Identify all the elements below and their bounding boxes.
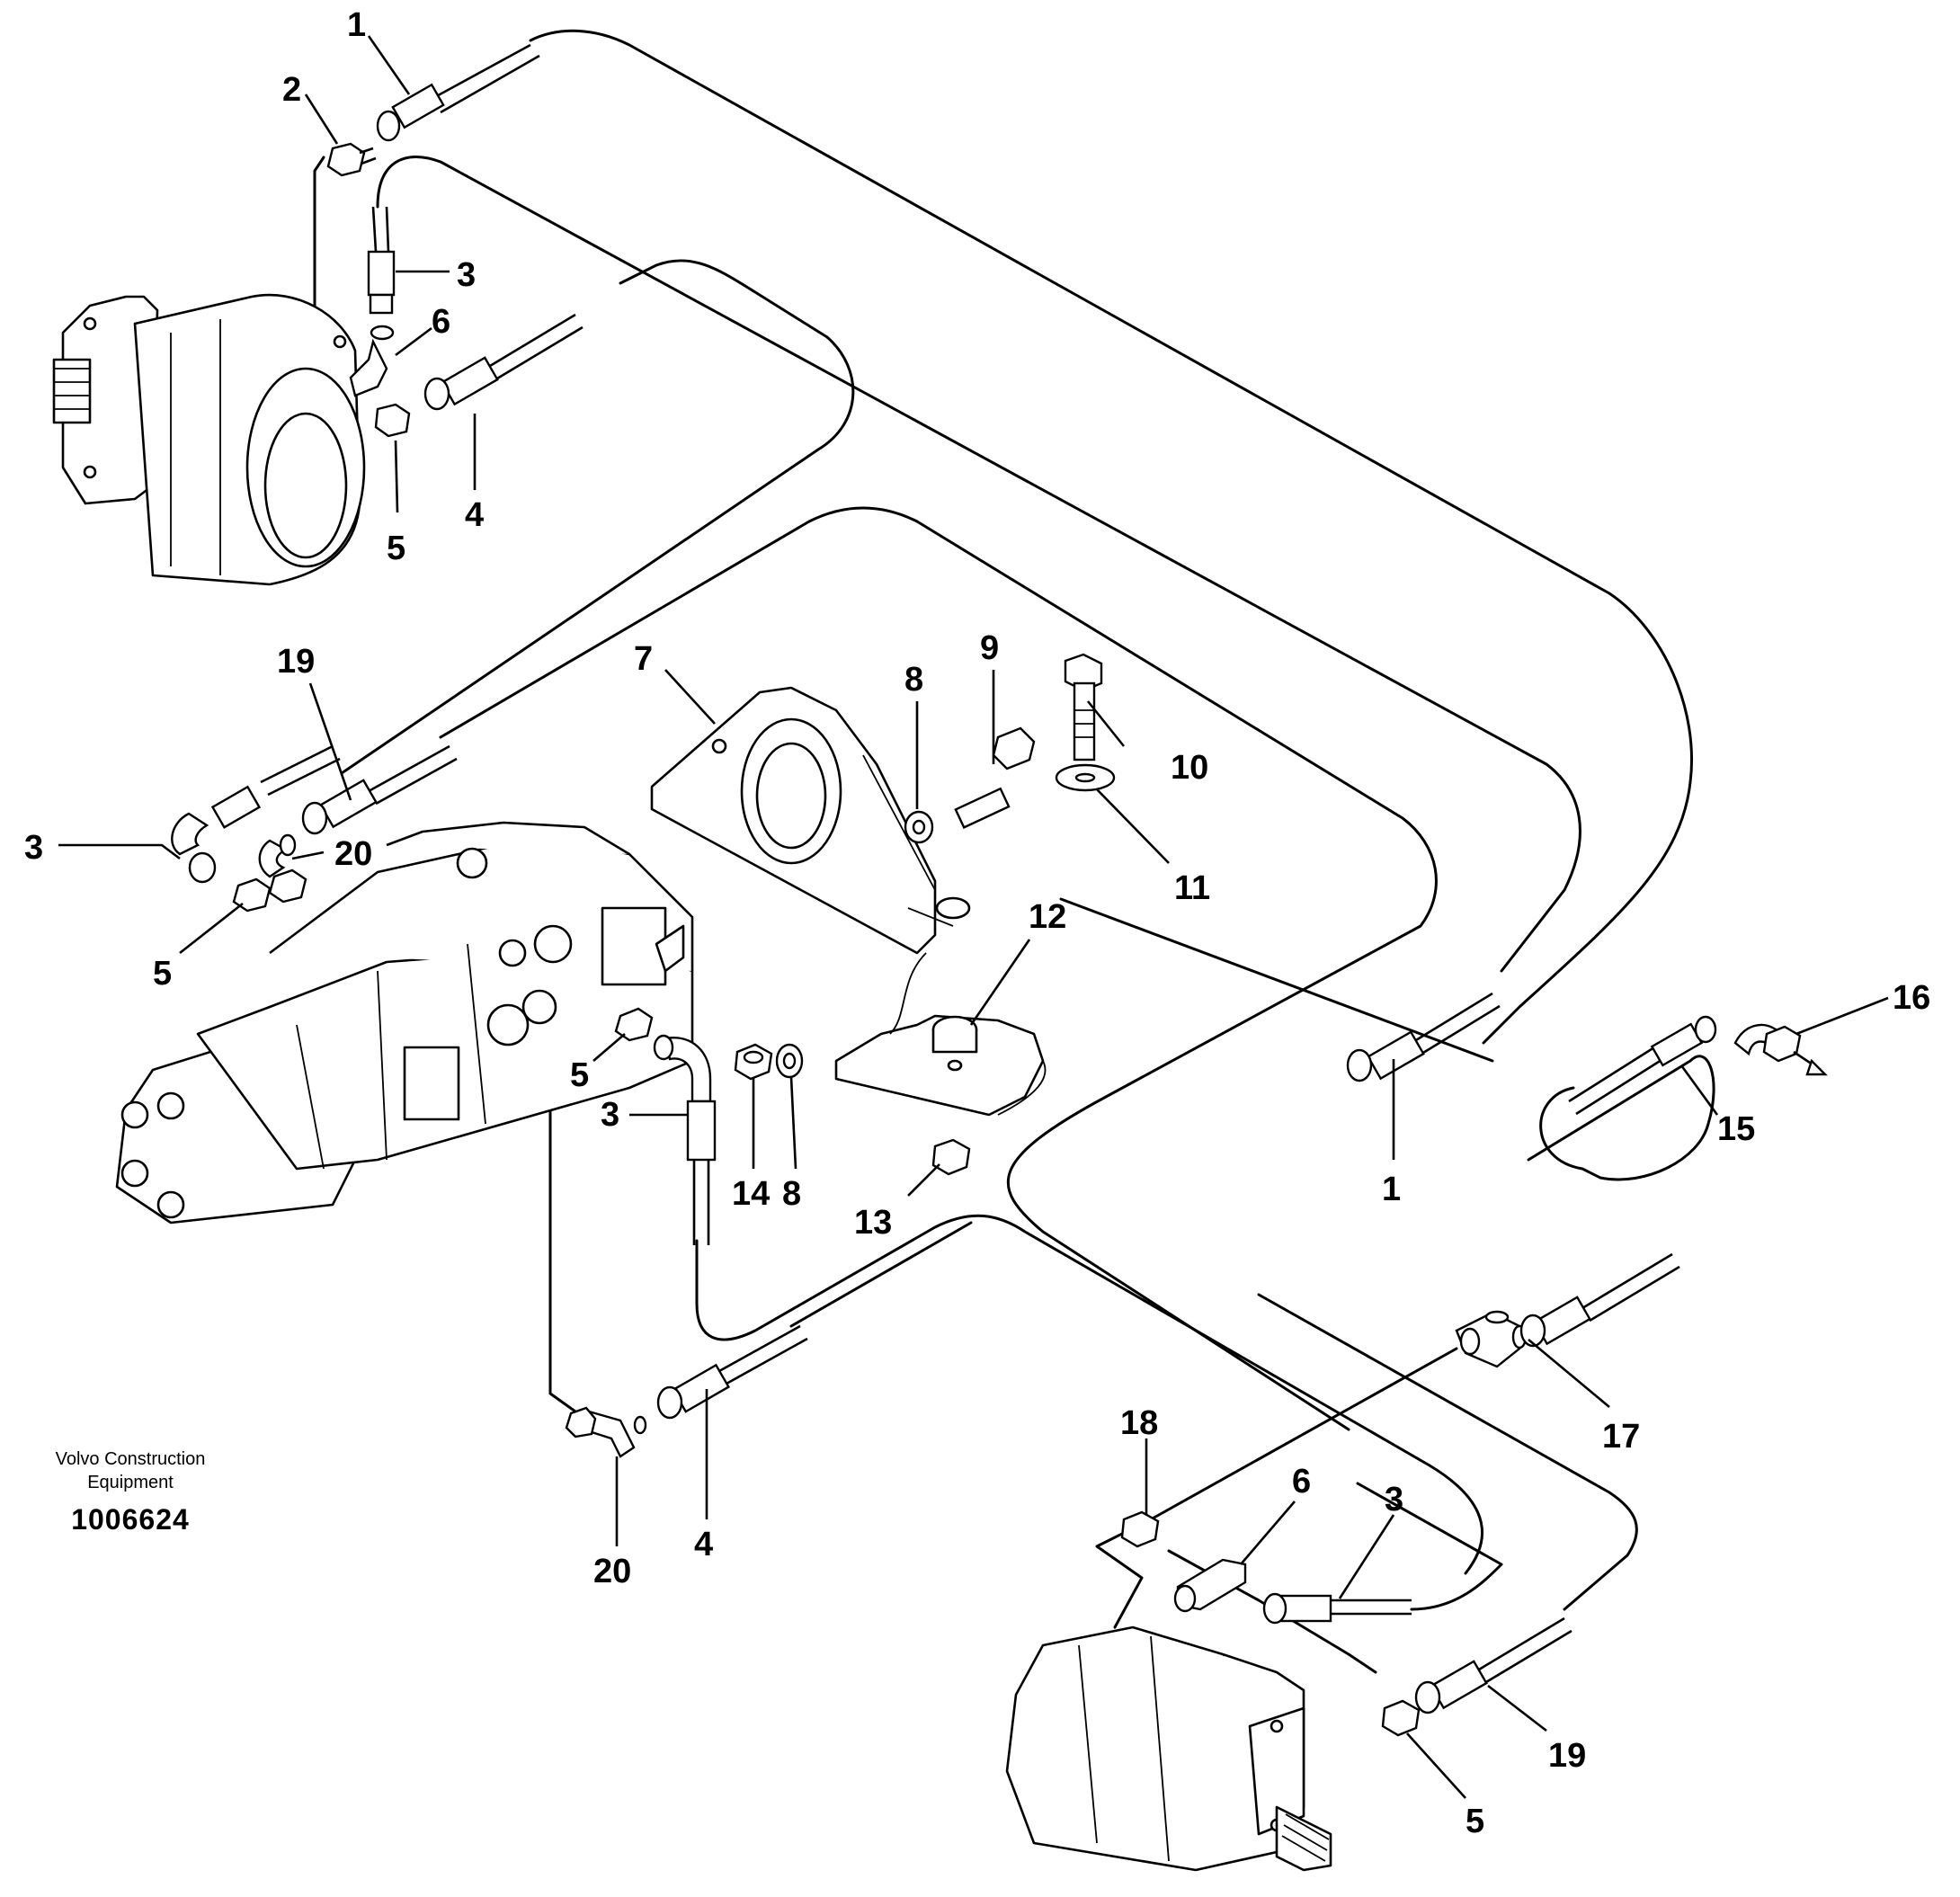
hose-end-3-lower: [1262, 1592, 1412, 1625]
leader-lines: [58, 35, 1889, 1799]
callout-4-lower: 4: [694, 1526, 713, 1563]
callout-14: 14: [732, 1175, 770, 1213]
hose-end-19-lower: [1414, 1616, 1572, 1714]
hose-end-3-left: [171, 744, 341, 884]
callout-5-center: 5: [570, 1056, 589, 1094]
hydraulic-pump-valve: [115, 821, 694, 1225]
fitting-5-left: [232, 877, 272, 913]
hose-4-lower-route: [789, 1221, 973, 1328]
hose-end-19-upper: [301, 744, 458, 835]
callout-5-lower: 5: [1466, 1803, 1484, 1840]
callout-13: 13: [854, 1204, 892, 1242]
washer-11: [1055, 763, 1116, 792]
callout-15: 15: [1717, 1110, 1755, 1148]
washer-8-lower: [775, 1043, 804, 1079]
callout-1-upper: 1: [347, 6, 366, 44]
callout-3-lower: 3: [1385, 1481, 1403, 1518]
hose-19-upper-route: [439, 506, 1438, 1431]
mounting-plate: [834, 952, 1047, 1117]
hose-18-route: [1095, 1347, 1458, 1629]
fitting-20-lower: [565, 1406, 647, 1458]
hose-3-motor2-route: [1356, 1482, 1503, 1611]
fitting-5-upper: [374, 403, 411, 438]
callout-9: 9: [980, 629, 999, 667]
nut-13: [931, 1138, 971, 1176]
hose-end-1-right: [1346, 992, 1501, 1082]
hose-1-route: [529, 29, 1693, 1045]
fitting-5-lower: [1381, 1699, 1421, 1737]
fitting-2: [326, 142, 377, 177]
hose-20-vertical-route: [548, 996, 577, 1413]
hose-4-upper-route: [340, 259, 855, 775]
hose-end-1-upper: [376, 43, 540, 142]
fitting-18: [1120, 1510, 1160, 1548]
callout-8-lower: 8: [782, 1175, 801, 1213]
hydraulic-motor-upper: [52, 293, 366, 586]
hydraulic-motor-lower: [1005, 1625, 1332, 1872]
callout-10: 10: [1171, 749, 1208, 787]
callout-5-left: 5: [153, 955, 172, 993]
callout-19-upper: 19: [277, 643, 315, 681]
hose-end-to-tee: [1519, 1252, 1680, 1348]
callout-16: 16: [1893, 979, 1930, 1017]
callout-18: 18: [1120, 1404, 1158, 1442]
callout-6-upper: 6: [432, 303, 450, 341]
fitting-6-upper: [349, 325, 395, 397]
callout-3-center: 3: [601, 1096, 619, 1134]
hose-end-3-center: [653, 1034, 717, 1245]
tee-fitting-17: [1455, 1310, 1528, 1368]
bolt-9: [954, 726, 1036, 829]
hose-end-3-upper: [367, 206, 396, 315]
callout-19-lower: 19: [1548, 1737, 1586, 1775]
hose-end-4-upper: [423, 313, 584, 411]
caption-company-line1: Volvo Construction: [55, 1449, 206, 1469]
fitting-20-upper: [258, 833, 307, 904]
callout-4-upper: 4: [465, 496, 484, 534]
callout-2: 2: [282, 71, 301, 109]
callout-6-lower: 6: [1292, 1463, 1311, 1501]
callout-20-lower: 20: [593, 1553, 631, 1590]
callout-8-upper: 8: [904, 661, 923, 699]
callout-3-left: 3: [24, 829, 43, 867]
hose-19-motor2-route: [1257, 1293, 1638, 1611]
callout-3-upper: 3: [457, 256, 476, 294]
nut-14: [734, 1043, 773, 1081]
fitting-16: [1733, 1023, 1828, 1076]
bolt-10: [1064, 653, 1103, 761]
hose-15-route: [1527, 1055, 1715, 1181]
callout-12: 12: [1029, 898, 1066, 936]
tee-route: [1059, 897, 1494, 1063]
fitting-6-lower: [1173, 1558, 1247, 1613]
hose-3-upper-route: [376, 155, 1581, 973]
callout-labels: 1 2 3 6 5 4 19 3 20 5 7 8 9 10 11 12 5 3…: [24, 6, 1930, 1840]
callout-11: 11: [1174, 869, 1210, 907]
caption-company-line2: Equipment: [87, 1473, 174, 1492]
callout-20-upper: 20: [334, 835, 372, 873]
callout-5-upper: 5: [387, 530, 405, 567]
callout-17: 17: [1602, 1418, 1640, 1456]
hose-end-15: [1568, 1015, 1717, 1116]
callout-7: 7: [634, 640, 653, 678]
hose-3-lower-route: [695, 1214, 1483, 1575]
washer-8-upper: [904, 810, 934, 844]
drawing-number: 1006624: [71, 1503, 190, 1536]
callout-1-right: 1: [1382, 1171, 1401, 1208]
caption-company: Volvo Construction Equipment: [18, 1447, 243, 1494]
fitting-5-center: [614, 1007, 654, 1042]
